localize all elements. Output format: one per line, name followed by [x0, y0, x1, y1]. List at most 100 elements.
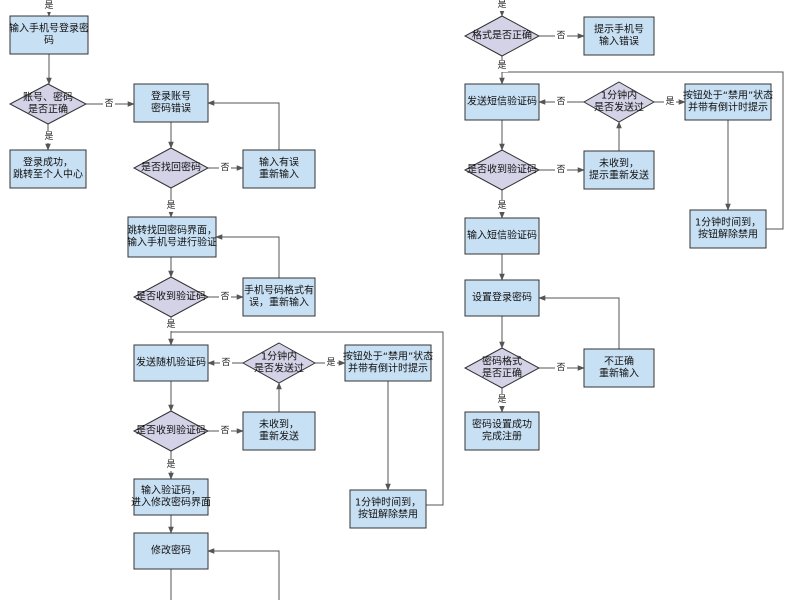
node-enter-sms: 输入短信验证码	[464, 217, 540, 255]
label-yes: 是	[43, 131, 55, 143]
node-text: 是否发送过	[594, 101, 644, 114]
process-box	[349, 489, 427, 529]
process-box	[583, 16, 655, 56]
node-text: 输入手机号登录密	[9, 22, 89, 35]
label-no: 否	[219, 425, 231, 437]
process-box	[242, 149, 316, 189]
decision-diamond	[463, 347, 541, 389]
edge-labels-layer: 是否是否是否是否是否是是否是否是否是否是	[43, 0, 676, 471]
node-fmt-check: 格式是否正确	[463, 15, 541, 57]
edge-incorrect-back	[538, 295, 620, 349]
label-yes: 是	[496, 394, 508, 406]
label-text: 是	[497, 200, 506, 211]
process-box	[464, 83, 540, 121]
node-text: 重新输入	[259, 168, 299, 181]
label-text: 否	[556, 164, 565, 175]
node-text: 输入错误	[599, 35, 639, 48]
label-no: 否	[555, 30, 567, 42]
node-login-ok: 登录成功，跳转至个人中心	[9, 149, 87, 189]
label-text: 是	[166, 319, 175, 330]
process-box	[133, 532, 209, 570]
decision-diamond	[132, 276, 210, 318]
node-text: 提示手机号	[594, 23, 644, 36]
decision-diamond	[132, 147, 210, 189]
label-yes: 是	[43, 0, 55, 12]
node-goto-find: 跳转找回密码界面，输入手机号进行验证	[127, 216, 217, 258]
label-background	[664, 96, 676, 108]
label-background	[165, 459, 177, 471]
node-text: 误，重新输入	[249, 296, 309, 309]
node-text: 不正确	[604, 355, 634, 368]
label-text: 是	[326, 357, 335, 368]
node-text: 密码设置成功	[472, 418, 532, 431]
node-text: 完成注册	[482, 430, 522, 443]
label-yes: 是	[496, 60, 508, 72]
label-yes: 是	[325, 357, 337, 369]
node-text: 按钮解除禁用	[358, 508, 418, 521]
node-text: 码	[44, 35, 54, 47]
label-text: 是	[497, 394, 506, 405]
label-no: 否	[555, 362, 567, 374]
node-not-recv-l: 未收到，重新发送	[242, 411, 316, 451]
label-no: 否	[219, 291, 231, 303]
label-no: 否	[103, 98, 115, 110]
decision-diamond	[132, 410, 210, 452]
node-text: 是否正确	[482, 367, 522, 380]
label-background	[165, 319, 177, 331]
label-text: 是	[166, 459, 175, 470]
decision-diamond	[463, 15, 541, 57]
label-text: 否	[556, 362, 565, 373]
label-background	[555, 164, 567, 176]
process-box	[133, 478, 209, 516]
process-box	[464, 411, 540, 451]
process-box	[127, 216, 217, 258]
node-recv-code-1: 是否收到验证码	[132, 276, 210, 318]
node-send-random: 发送随机验证码	[133, 344, 209, 382]
node-text: 是否找回密码	[141, 161, 201, 174]
label-text: 是	[497, 60, 506, 71]
label-text: 是	[44, 0, 53, 11]
label-background	[496, 200, 508, 212]
node-text: 重新发送	[259, 430, 299, 443]
node-text: 跳转找回密码界面，	[127, 224, 217, 237]
node-text: 手机号码格式有	[244, 284, 314, 297]
edge-right-loop-line	[502, 71, 784, 230]
edge-reinput-back	[207, 100, 280, 150]
label-text: 否	[556, 96, 565, 107]
label-background	[555, 96, 567, 108]
node-text: 并带有倒计时提示	[348, 362, 428, 375]
label-yes: 是	[165, 200, 177, 212]
node-text: 发送短信验证码	[467, 95, 537, 108]
node-text: 发送随机验证码	[136, 356, 206, 369]
label-text: 否	[221, 357, 230, 368]
node-text: 是否收到验证码	[136, 290, 206, 303]
process-box	[242, 411, 316, 451]
label-text: 是	[497, 0, 506, 10]
node-text: 是否收到验证码	[136, 424, 206, 437]
node-find-pwd: 是否找回密码	[132, 147, 210, 189]
process-box	[133, 83, 209, 123]
node-text: 按钮解除禁用	[698, 228, 758, 241]
label-background	[43, 0, 55, 12]
label-background	[220, 357, 232, 369]
node-send-sms: 发送短信验证码	[464, 83, 540, 121]
node-text: 账号、密码	[23, 91, 73, 104]
label-background	[496, 60, 508, 72]
label-text: 否	[556, 30, 565, 41]
decision-diamond	[8, 83, 88, 125]
label-yes: 是	[664, 96, 676, 108]
label-background	[103, 98, 115, 110]
edge-loop-line	[171, 331, 444, 506]
label-text: 否	[220, 291, 229, 302]
process-box	[689, 209, 767, 249]
label-no: 否	[220, 357, 232, 369]
label-text: 否	[220, 425, 229, 436]
